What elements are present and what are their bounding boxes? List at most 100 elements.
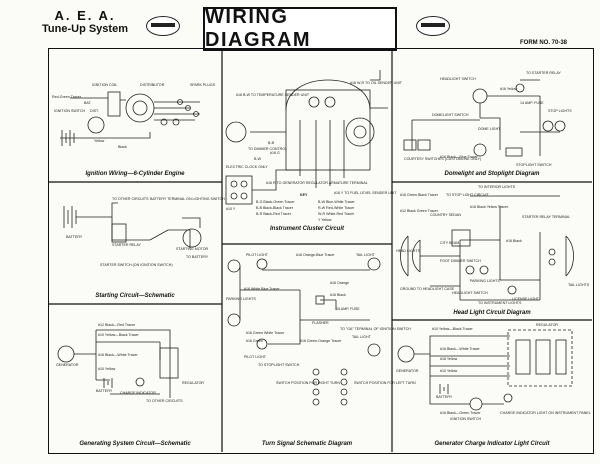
charge-label: BATTERY (436, 395, 453, 399)
cluster-label: ELECTRIC CLOCK ONLY (226, 165, 268, 169)
turn-label: TO "GA" TERMINAL OF IGNITION SWITCH (340, 327, 411, 331)
cluster-key-entry: Y Yellow (318, 218, 332, 222)
ignition-label: IGNITION SWITCH (54, 109, 86, 113)
cluster-drawing (225, 70, 388, 205)
headlight-drawing (400, 195, 574, 301)
turn-label: PILOT LIGHT (244, 355, 267, 359)
headlight-label: TO STOP LIGHT CIRCUIT (446, 193, 489, 197)
headlight-label: TAIL LIGHTS (568, 283, 590, 287)
turn-label: SWITCH POSITION FOR RIGHT TURN (276, 381, 340, 385)
cluster-label: #16 W-R TO OIL SENDER UNIT (350, 81, 403, 85)
charge-drawing (397, 329, 573, 411)
form-number: FORM NO. 70-38 (520, 40, 568, 46)
generating-label: TO OTHER CIRCUITS (146, 399, 183, 403)
left-seal-logo (146, 16, 180, 36)
ignition-label: BAT. (84, 101, 92, 105)
headlight-label: #12 Black Green Tracer (400, 209, 439, 213)
cluster-label: #10 Y (226, 207, 236, 211)
turn-drawing (227, 257, 381, 406)
turn-label: TO STOPLIGHT SWITCH (258, 363, 300, 367)
cluster-key-entry: R-W Red-White Tracer (318, 206, 355, 210)
charge-label: #10 Yellow—Black Tracer (432, 327, 474, 331)
headlight-label: CITY BEAM (440, 241, 459, 245)
starting-label: BATTERY TERMINAL ON LIGHTING SWITCH (150, 197, 225, 201)
domelight-drawing (403, 79, 566, 157)
ignition-label: IGNITION COIL (92, 83, 117, 87)
domelight-label: DOMELIGHT SWITCH (432, 113, 469, 117)
right-seal-logo (416, 16, 450, 36)
ignition-label: SPARK PLUGS (190, 83, 216, 87)
charge-label: GENERATOR (396, 369, 419, 373)
headlight-label: LICENSE LIGHT (512, 297, 540, 301)
headlight-label: #16 Black Yellow Tracer (470, 205, 509, 209)
charge-label: CHARGE INDICATOR LIGHT ON INSTRUMENT PAN… (500, 411, 591, 415)
headlight-label: TO INTERIOR LIGHTS (478, 185, 516, 189)
title-box: WIRING DIAGRAM (203, 6, 397, 51)
cluster-label: #16 G (270, 151, 280, 155)
turn-label: PARKING LIGHTS (226, 297, 256, 301)
turn-label: #16 Green White Tracer (246, 331, 285, 335)
domelight-label: HEADLIGHT SWITCH (440, 77, 476, 81)
turn-label: SWITCH POSITION FOR LEFT TURN (354, 381, 416, 385)
starting-label: TO OTHER CIRCUITS (112, 197, 149, 201)
cluster-label: TO DIMMER CONTROL (248, 147, 287, 151)
domelight-label: COURTESY SWITCHES (CUSTOMLINE ONLY) (404, 157, 481, 161)
brand-subtitle: Tune-Up System (42, 23, 128, 35)
ignition-drawing (60, 91, 200, 146)
headlight-label: HEADLIGHT SWITCH (452, 291, 488, 295)
cluster-key-title: KEY (300, 193, 308, 197)
charge-label: #16 Black—Green Tracer (440, 411, 481, 415)
headlight-label: TO INSTRUMENT LIGHTS (478, 301, 522, 305)
headlight-label: #16 Green Black Tracer (400, 193, 439, 197)
diagram-frame (48, 48, 594, 454)
generating-label: GENERATOR (56, 363, 79, 367)
starting-label: STARTER RELAY (112, 243, 142, 247)
turn-label: #16 Green-Orange Tracer (300, 339, 342, 343)
charge-label: #10 Yellow (440, 369, 458, 373)
headlight-label: HEAD LIGHTS (396, 249, 421, 253)
cluster-label: B-W (254, 157, 262, 161)
cluster-title: Instrument Cluster Circuit (270, 226, 345, 232)
panel-dividers (48, 48, 592, 452)
turn-label: PILOT LIGHT (246, 253, 269, 257)
headlight-label: STARTER RELAY TERMINAL (522, 215, 570, 219)
headlight-title: Head Light Circuit Diagram (453, 310, 531, 316)
domelight-label: TO STARTER RELAY (526, 71, 561, 75)
charge-label: IGNITION SWITCH (450, 417, 482, 421)
generating-drawing (57, 329, 179, 398)
panel-titles: Ignition Wiring—6-Cylinder Engine Starti… (79, 171, 550, 447)
headlight-label: GROUND TO HEADLIGHT CASE (400, 287, 455, 291)
charge-label: #16 Black—White Tracer (440, 347, 481, 351)
headlight-label: COUNTRY SEDAN (430, 213, 461, 217)
turn-label: TAIL LIGHT (352, 335, 372, 339)
cluster-key-entry: B-B Black-Black Tracer (256, 206, 294, 210)
cluster-label: #16 B-W TO TEMPERATURE SENDER UNIT (236, 93, 310, 97)
turn-label: 15 AMP. FUSE (336, 307, 360, 311)
headlight-label: #16 Black (506, 239, 522, 243)
generating-label: #12 Black—Red Tracer (98, 323, 136, 327)
cluster-label: B-B (268, 141, 275, 145)
starting-drawing (63, 202, 202, 248)
domelight-label: STOPLIGHT SWITCH (516, 163, 552, 167)
cluster-key-entry: B-G Black-Green Tracer (256, 200, 295, 204)
ignition-label: Black (118, 145, 127, 149)
charge-title: Generator Charge Indicator Light Circuit (434, 441, 550, 447)
cluster-label: #16 R TO GENERATOR REGULATOR ARMATURE TE… (266, 181, 368, 185)
ignition-title: Ignition Wiring—6-Cylinder Engine (86, 171, 186, 177)
ignition-label: DIST. (90, 109, 99, 113)
turn-label: #16 White Blue Tracer (244, 287, 280, 291)
turn-label: TAIL LIGHT (356, 253, 376, 257)
headlight-label: PARKING LIGHTS (470, 279, 500, 283)
charge-label: #16 Yellow (440, 357, 458, 361)
starting-label: TO BATTERY (186, 255, 209, 259)
page-title: WIRING DIAGRAM (205, 6, 312, 51)
starting-label: STARTING MOTOR (176, 247, 209, 251)
ignition-label: DISTRIBUTOR (140, 83, 165, 87)
turn-label: #16 Green (246, 339, 263, 343)
domelight-title: Domelight and Stoplight Diagram (444, 171, 540, 177)
ignition-label: Yellow (94, 139, 105, 143)
headlight-label: FOOT DIMMER SWITCH (440, 259, 481, 263)
generating-title: Generating System Circuit—Schematic (79, 441, 191, 447)
